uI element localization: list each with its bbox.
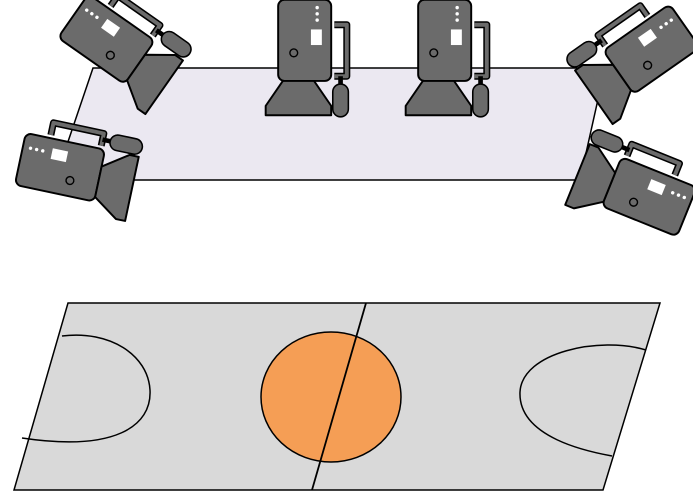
video-camera-icon <box>266 0 349 117</box>
court <box>13 302 662 491</box>
right-key-arc <box>519 344 647 457</box>
camera-center-left <box>266 0 349 117</box>
half-court-line <box>311 302 367 491</box>
video-camera-icon <box>406 0 489 117</box>
camera-center-right <box>406 0 489 117</box>
center-circle <box>260 331 402 463</box>
left-key-arc <box>21 334 151 443</box>
